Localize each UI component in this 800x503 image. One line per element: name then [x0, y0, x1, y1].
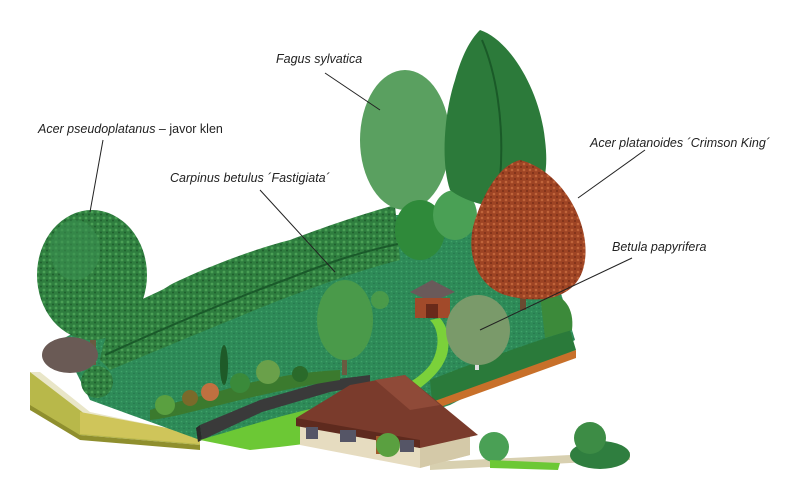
leader-acer-platanoides: [577, 149, 646, 199]
stone-wall: [196, 375, 370, 442]
leader-betula-papyrifera: [479, 257, 633, 331]
label-species: Fagus sylvatica: [276, 52, 363, 66]
tree-fagus-sylvatica: [360, 70, 477, 260]
leader-fagus-sylvatica: [324, 72, 381, 111]
leader-lines: [89, 72, 646, 331]
gazebo: [410, 280, 455, 318]
label-carpinus-betulus: Carpinus betulus ´Fastigiata´: [170, 171, 330, 186]
label-species: Acer platanoides ´Crimson King´: [590, 136, 770, 150]
tree-acer-pseudoplatanus: [37, 210, 147, 373]
shrubs: [81, 366, 630, 470]
hornbeam-hedge: [100, 205, 400, 370]
label-betula-papyrifera: Betula papyrifera: [612, 240, 707, 255]
tree-carpinus-betulus: [317, 280, 373, 375]
label-common-name: – javor klen: [155, 122, 223, 136]
terrace-base: [30, 372, 630, 470]
label-species: Acer pseudoplatanus: [38, 122, 156, 136]
label-acer-platanoides: Acer platanoides ´Crimson King´: [590, 136, 770, 151]
leader-carpinus-betulus: [259, 189, 336, 273]
flower-beds: [150, 291, 389, 420]
label-acer-pseudoplatanus: Acer pseudoplatanus – javor klen: [38, 122, 223, 137]
leader-acer-pseudoplatanus: [89, 139, 104, 213]
label-species: Carpinus betulus ´Fastigiata´: [170, 171, 330, 185]
label-species: Betula papyrifera: [612, 240, 707, 254]
tree-acer-platanoides: [471, 160, 586, 310]
label-fagus-sylvatica: Fagus sylvatica: [276, 52, 362, 67]
tree-betula-papyrifera: [446, 295, 510, 370]
right-hedge: [430, 294, 576, 410]
